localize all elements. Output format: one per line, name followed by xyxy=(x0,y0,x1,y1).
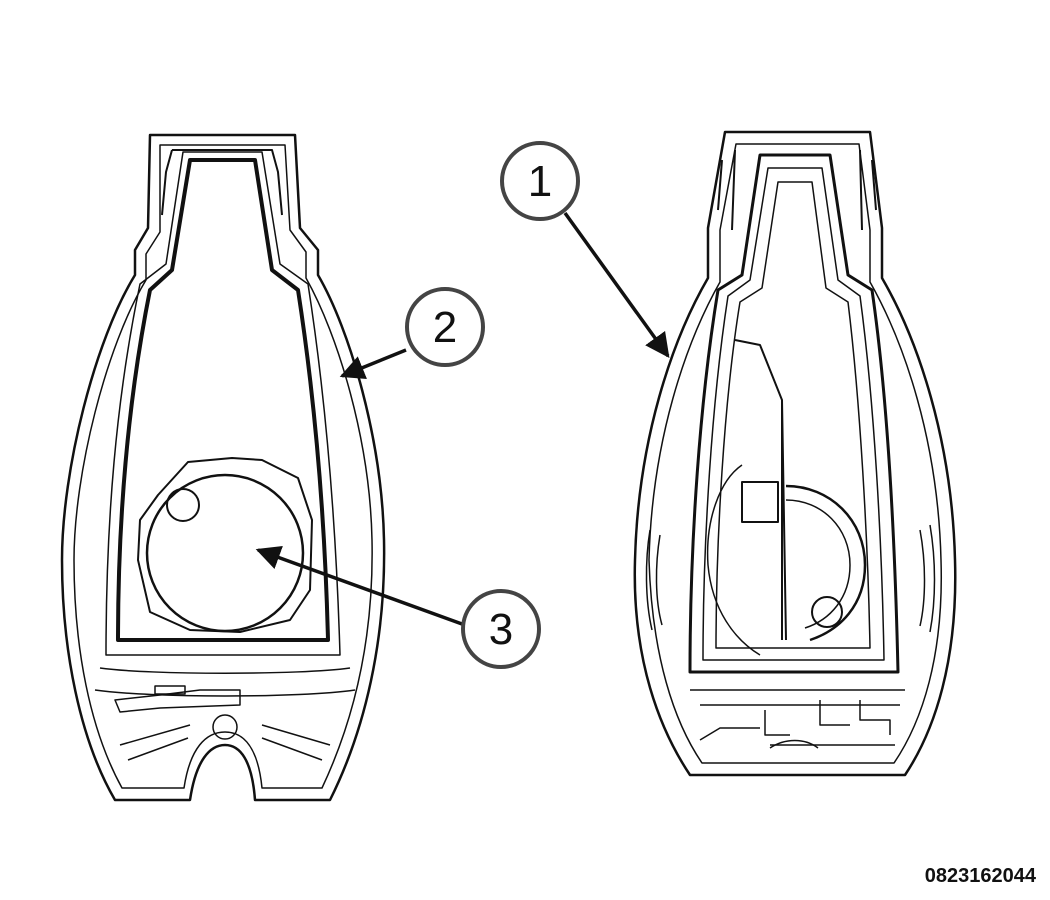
left-key-ring-hole xyxy=(212,714,238,740)
right-cavity-ring-1 xyxy=(688,153,900,674)
callout-2: 2 xyxy=(405,287,485,367)
right-divider-wall xyxy=(734,339,787,641)
figure-id: 0823162044 xyxy=(924,865,1036,887)
left-shell-inner-line xyxy=(73,144,373,789)
left-battery-disc xyxy=(145,473,305,633)
right-fob-half xyxy=(633,130,957,777)
right-cavity-ring-3 xyxy=(715,181,871,649)
right-bottom-notch xyxy=(769,739,819,749)
leader-2 xyxy=(339,348,407,380)
right-outer-shell xyxy=(633,130,957,777)
left-outer-shell xyxy=(60,133,386,802)
left-neck-detail xyxy=(161,149,283,216)
left-inner-cavity-edge xyxy=(105,151,341,656)
left-bottom-ribs xyxy=(119,724,331,761)
right-side-grip-left xyxy=(645,529,663,631)
right-neck-rails xyxy=(717,149,877,231)
left-lower-band xyxy=(94,667,356,697)
callout-3-label: 3 xyxy=(489,605,513,654)
right-side-grip-right xyxy=(919,524,936,633)
right-cavity-ring-2 xyxy=(702,167,885,661)
callout-1: 1 xyxy=(500,141,580,221)
left-battery-small-hole xyxy=(166,488,200,522)
left-latch-slot xyxy=(154,685,186,695)
leader-3 xyxy=(255,546,463,626)
callout-1-label: 1 xyxy=(528,157,552,206)
leader-1 xyxy=(563,211,670,358)
right-square-block xyxy=(741,481,779,523)
left-battery-holder xyxy=(137,457,313,633)
left-inner-cavity xyxy=(116,158,330,642)
right-bottom-steps xyxy=(690,689,905,746)
callout-3: 3 xyxy=(461,589,541,669)
left-fob-half xyxy=(60,133,386,802)
right-battery-arc xyxy=(785,484,867,642)
right-battery-arc-inner xyxy=(785,499,851,629)
callout-leaders xyxy=(255,211,670,626)
right-shell-inner-line xyxy=(648,143,943,764)
right-left-arc xyxy=(706,464,761,656)
callout-2-label: 2 xyxy=(433,303,457,352)
right-small-hole xyxy=(811,596,843,628)
